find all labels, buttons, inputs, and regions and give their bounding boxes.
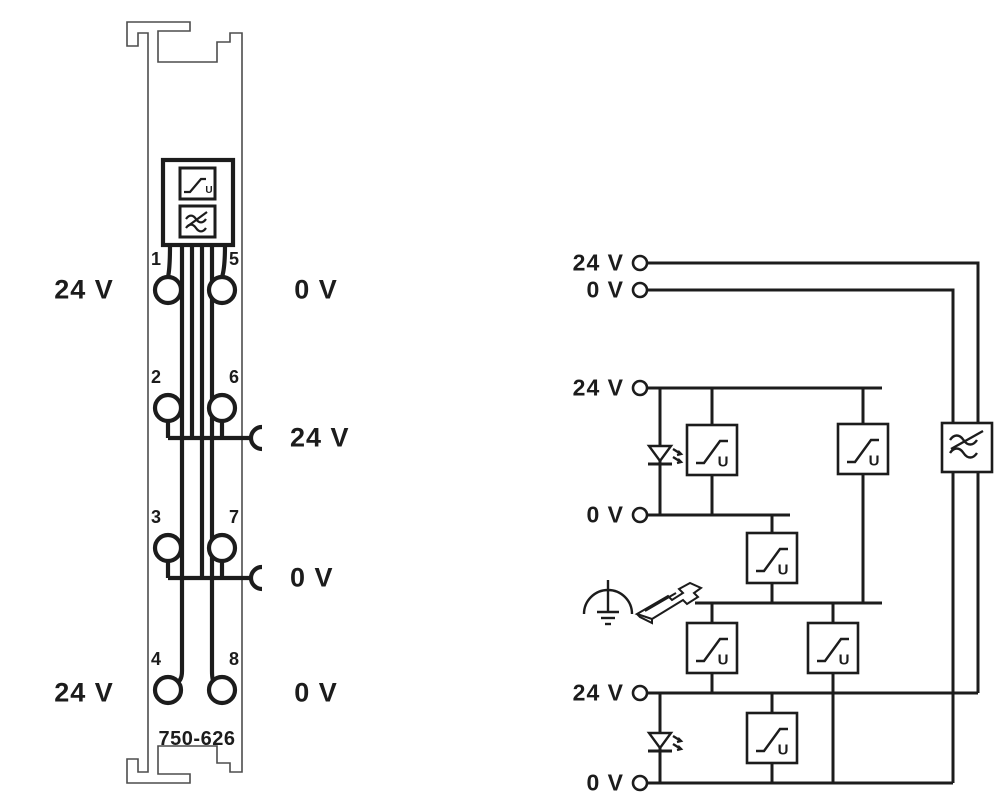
terminal-number-5: 5 [228,249,240,269]
led-icon-1 [646,444,674,464]
limiter-u-label-6: U [777,741,789,759]
schematic-label-0v-supply: 0 V [586,276,624,303]
module-label-bottom-right: 0 V [294,677,338,708]
module-tap-label-0v: 0 V [290,562,334,593]
module-tap-label-24v: 24 V [290,422,350,453]
terminal-circle-icon-5 [206,274,238,306]
interference-filter-icon [178,204,217,239]
led-icon-2-rays [672,734,684,752]
supply-0v-line [647,288,955,783]
din-rail-body [634,581,703,621]
terminal-number-1: 1 [150,249,162,269]
terminal-circle-icon-3 [152,532,184,564]
terminal-circle-icon-4 [152,674,184,706]
terminal-circle-icon-7 [206,532,238,564]
limiter-u-label-5: U [838,651,850,669]
led-icon-1-rays [672,447,684,465]
limiter-curve [756,727,788,753]
module-limiter-u-label: U [205,185,213,196]
filter-wave-1 [949,434,978,446]
module-symbol-block [160,157,236,248]
wire-pass-d [209,245,217,686]
din-rail-icon [634,581,703,625]
schematic-label-24v-bottom: 24 V [572,679,624,706]
module-terminals [152,274,238,706]
terminal-number-4: 4 [150,649,162,669]
terminal-number-7: 7 [228,507,240,527]
clamp-contact-icon-24v [248,424,263,452]
module-symbol-glyphs [184,177,208,233]
wire-pass-a [174,245,185,686]
limiter-curve [817,637,849,663]
led-icon-2 [646,731,674,751]
limiter-curve [847,438,879,464]
din-rail-edge [636,613,653,625]
terminal-number-8: 8 [228,649,240,669]
interference-filter-icon-main [940,421,994,474]
supply-24v-line [647,261,980,693]
limiter-u-label-1: U [717,453,729,471]
terminal-circle-icon-8 [206,674,238,706]
terminal-circle-icon [631,506,649,524]
schematic-label-0v-mid: 0 V [586,501,624,528]
limiter-u-label-2: U [868,452,880,470]
module-bottom-foot [126,745,243,784]
limiter-curve [756,547,788,573]
module-label-top-left: 24 V [54,274,114,305]
limiter-curve [184,177,206,194]
schematic-terminals [631,254,649,792]
module-outline [126,21,243,784]
schematic-label-24v-supply: 24 V [572,249,624,276]
limiter-curve [696,439,728,465]
filter-slash [187,211,208,227]
terminal-circle-icon [631,774,649,792]
limiter-u-label-3: U [777,561,789,579]
module-wires [165,244,263,686]
terminal-number-2: 2 [150,367,162,387]
clamp-contact-icon-0v [248,564,263,592]
wire-to-terminal-1 [165,244,173,278]
limiter-u-label-4: U [717,651,729,669]
schematic-wires [647,261,980,785]
wire-to-terminal-5 [219,244,228,278]
module-model-number: 750-626 [158,728,236,750]
terminal-circle-icon [631,379,649,397]
schematic-label-0v-bottom: 0 V [586,769,624,796]
led-icons [646,444,684,753]
terminal-number-3: 3 [150,507,162,527]
din-rail-groove [644,592,677,612]
terminal-circle-icon-1 [152,274,184,306]
limiter-curve [696,637,728,663]
terminal-circle-icon [631,684,649,702]
terminal-number-6: 6 [228,367,240,387]
terminal-circle-icon [631,254,649,272]
voltage-limiter-icon-3 [745,531,799,585]
terminal-circle-icon [631,281,649,299]
module-label-top-right: 0 V [294,274,338,305]
filter-slash [950,429,984,451]
limiter-curves [696,429,984,753]
functional-earth-icon [582,580,634,626]
filter-wave-2 [949,447,978,459]
terminal-circle-icon-2 [152,392,184,424]
module-top-foot [126,21,243,70]
terminal-circle-icon-6 [206,392,238,424]
module-label-bottom-left: 24 V [54,677,114,708]
schematic-label-24v-mid: 24 V [572,374,624,401]
voltage-limiter-icon-2 [836,422,890,476]
limiter-boxes [685,421,994,765]
